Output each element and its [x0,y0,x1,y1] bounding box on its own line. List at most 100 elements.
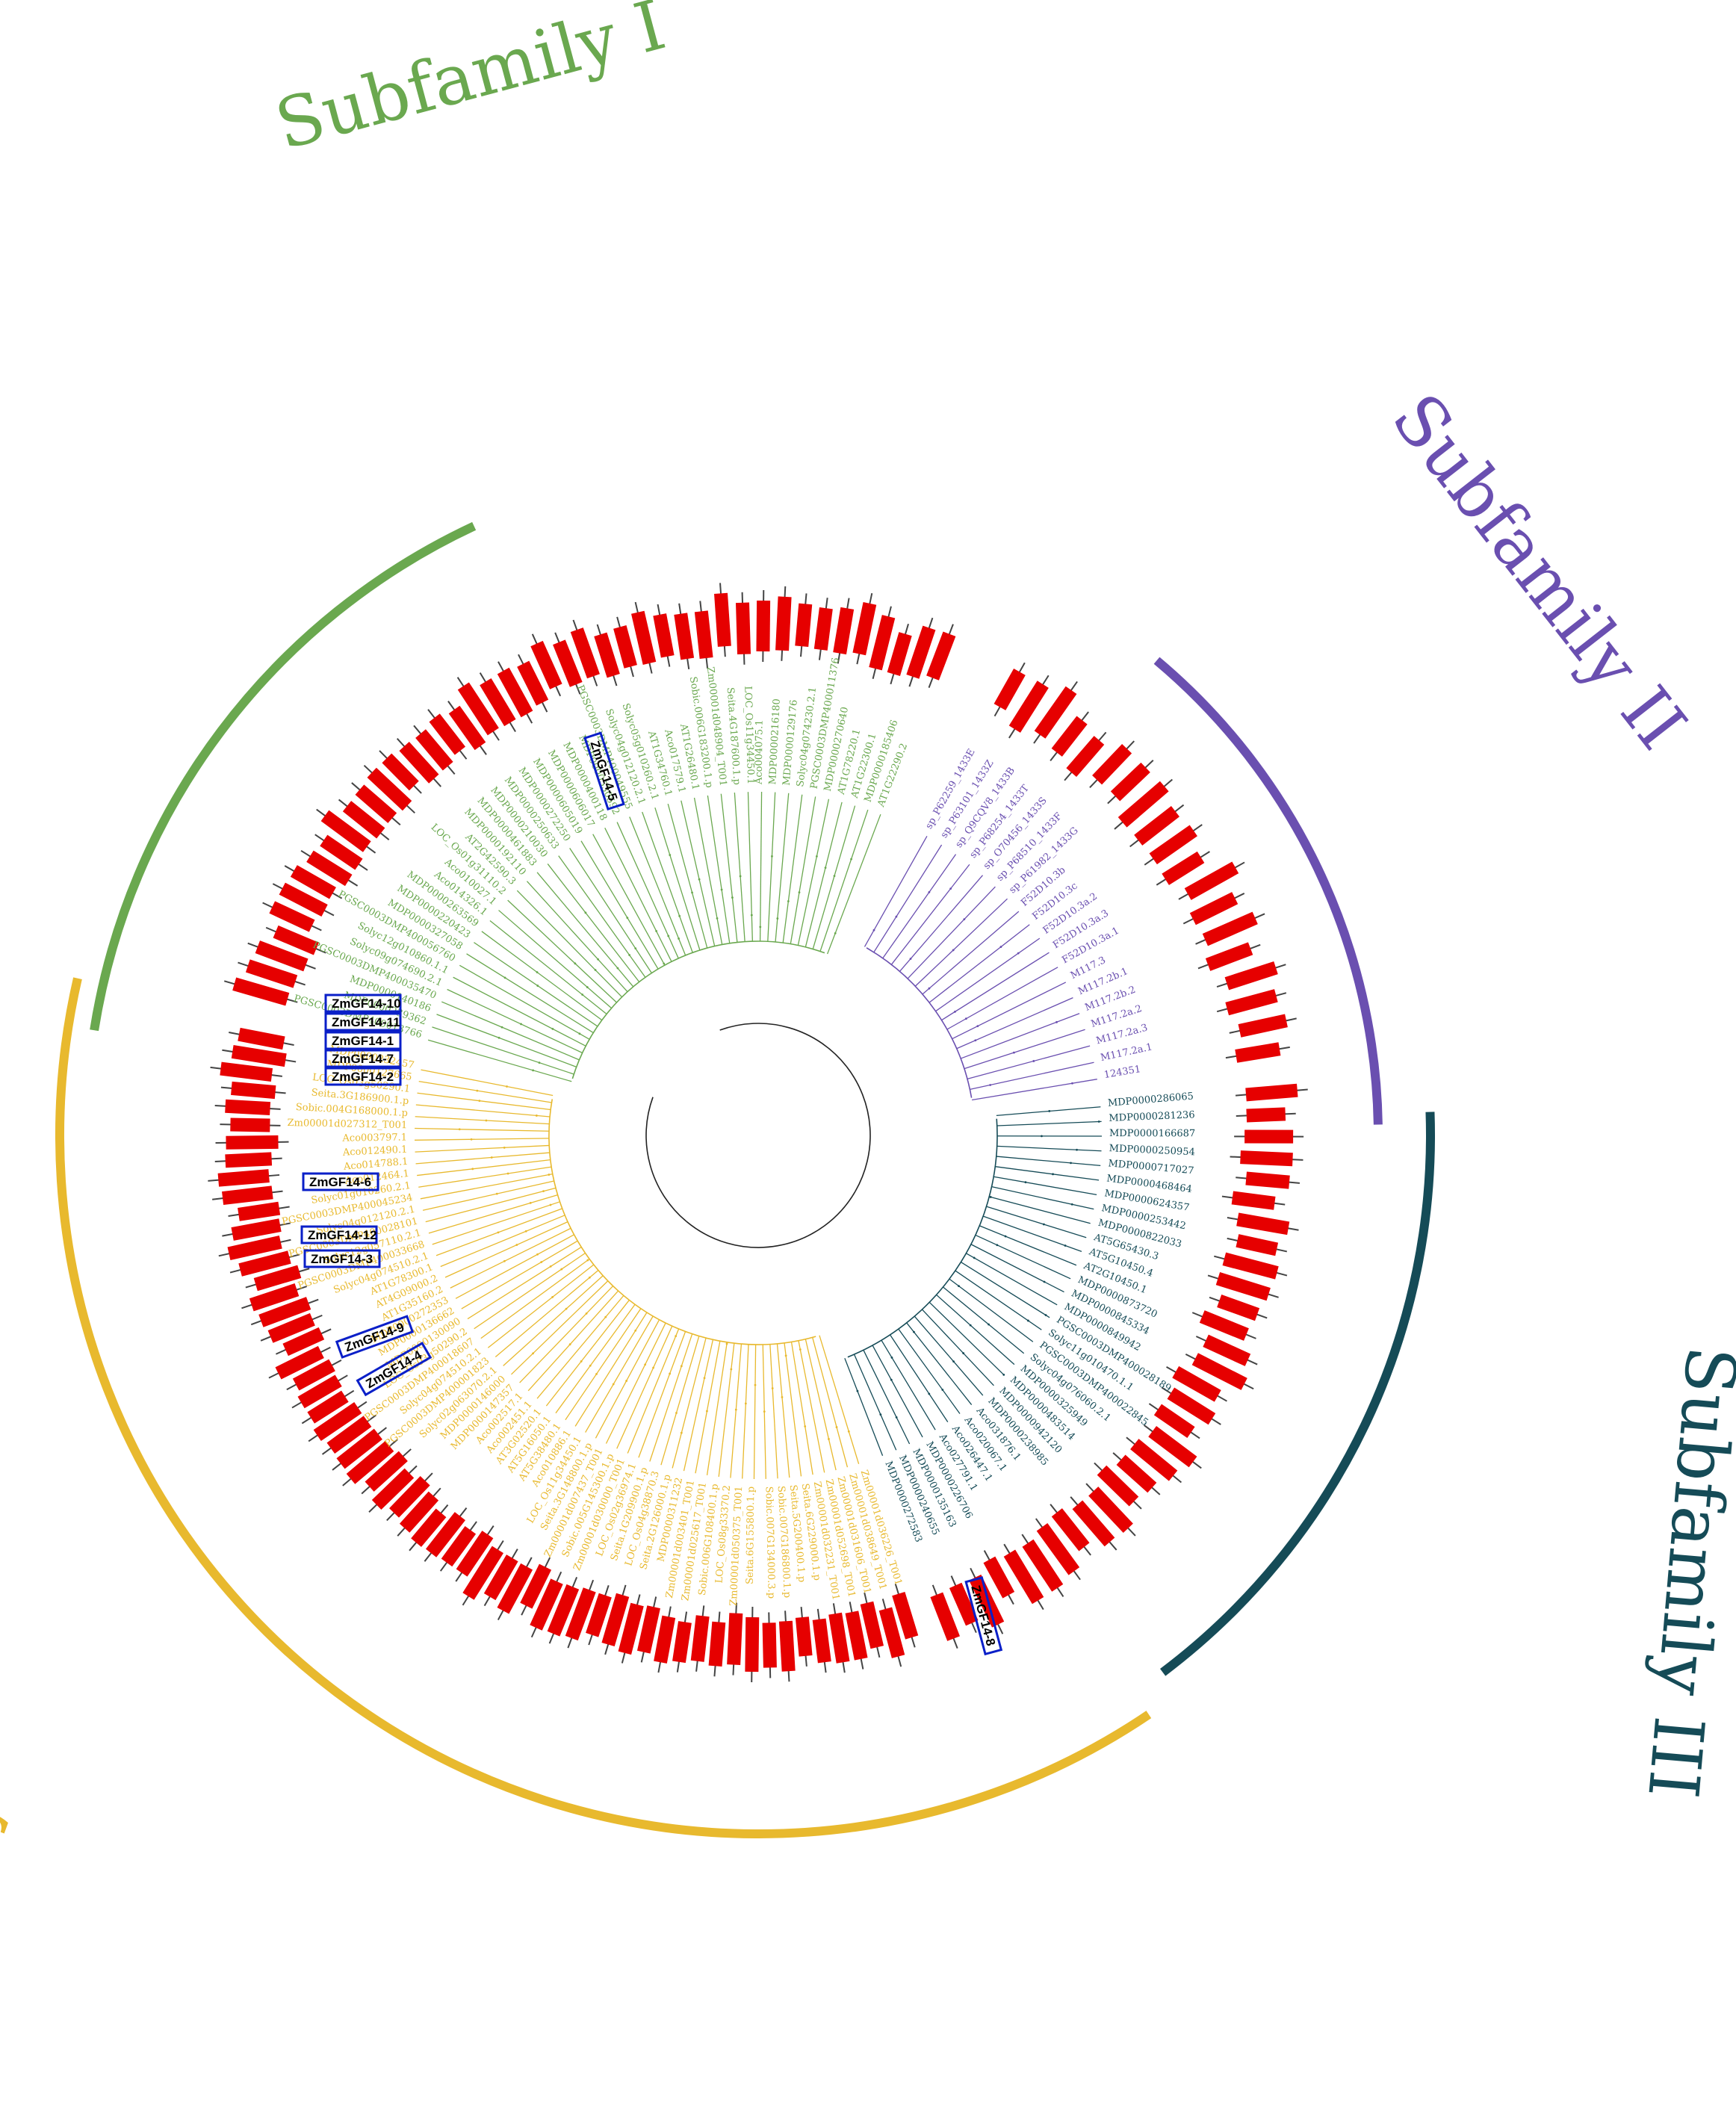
branch [480,1258,590,1339]
root-arc [645,1097,687,1222]
branch [898,1328,961,1414]
motif-bar [336,1428,382,1469]
motif-bar [456,1531,494,1577]
clade-backbone [548,1099,816,1345]
motif-bar [1235,1042,1281,1063]
motif-bar [1117,781,1169,828]
motif-bar [411,1508,447,1547]
motif-bar [708,1621,726,1667]
zmgf14-label: ZmGF14-11 [332,1015,400,1029]
branch [536,1295,624,1399]
node [551,1027,554,1030]
motif-bar [1236,1212,1290,1236]
motif-bar [553,639,583,687]
motif-bar [993,669,1026,710]
node [506,1172,509,1175]
node [549,1203,552,1206]
node [739,875,742,878]
node [1052,1173,1054,1176]
branch [776,1343,790,1478]
branch [881,1339,936,1430]
branch [450,1227,571,1289]
node [833,875,836,878]
motif-bar [1097,1465,1139,1507]
branch [890,864,970,965]
node [625,1380,628,1382]
motif-bar [1245,1171,1290,1189]
branch [466,953,594,1034]
node [731,896,734,899]
node [734,1408,737,1411]
node [720,888,723,891]
node [595,1372,598,1375]
leaf-label: MDP0000216180 [767,698,783,785]
node [680,1365,683,1368]
motif-bar [355,784,397,823]
node [669,854,672,856]
zmgf14-tag: ZmGF14-11 [324,1012,402,1032]
branch [935,937,1041,1012]
motif-bar [1191,1353,1247,1390]
branch [459,964,590,1040]
motif-bar [530,640,562,689]
node [771,855,773,858]
node [634,1329,637,1332]
node [1076,1148,1078,1151]
motif-bar [983,1556,1015,1599]
zmgf14-label: ZmGF14-12 [308,1228,377,1242]
branch [667,803,708,949]
motif-bar [238,1027,285,1050]
branch [775,793,790,943]
node [529,1202,532,1204]
node [771,1387,774,1389]
node [542,1190,545,1193]
branch [863,1350,911,1445]
motif-bar-ring [208,583,1308,1682]
branch [975,1234,1071,1280]
branch [580,840,659,970]
motif-bar [1238,1014,1288,1038]
motif-bar [238,1250,291,1277]
node [612,1383,615,1386]
node [954,1010,956,1013]
motif-bar [448,705,486,751]
branch [993,1176,1097,1196]
node [540,1261,543,1263]
motif-bar [613,625,637,669]
motif-bar [860,1601,884,1649]
node [1070,1203,1073,1206]
branch [681,800,716,946]
node [784,1354,787,1357]
branch [872,1345,923,1438]
motif-bar [1034,686,1077,739]
motif-bar [1225,989,1278,1016]
node [913,1330,915,1333]
motif-bar [636,1605,660,1654]
motif-bar [225,1099,271,1116]
node [1097,1120,1100,1123]
node [1064,1244,1067,1247]
motif-bar [1199,1310,1249,1341]
motif-bar [429,713,466,755]
branch [844,1358,884,1457]
node [1024,1181,1027,1184]
highlight-box [335,1315,415,1359]
motif-bar [1202,911,1258,946]
motif-bar [497,667,533,718]
motif-bar [672,1621,692,1664]
node [669,1372,672,1375]
root-arc [686,1191,856,1248]
motif-bar [1236,1234,1279,1256]
motif-bar [1240,1150,1293,1167]
node [470,1138,473,1141]
node [549,1265,552,1268]
motif-bar [290,865,336,899]
subfamily-ii-arc [1153,657,1383,1125]
motif-bar [320,810,371,852]
zmgf14-label: ZmGF14-10 [332,996,401,1011]
branch [995,1166,1100,1181]
motif-bar [1092,744,1132,785]
leaf-label: Zm00001d027312_T001 [287,1118,407,1131]
node [787,900,790,902]
